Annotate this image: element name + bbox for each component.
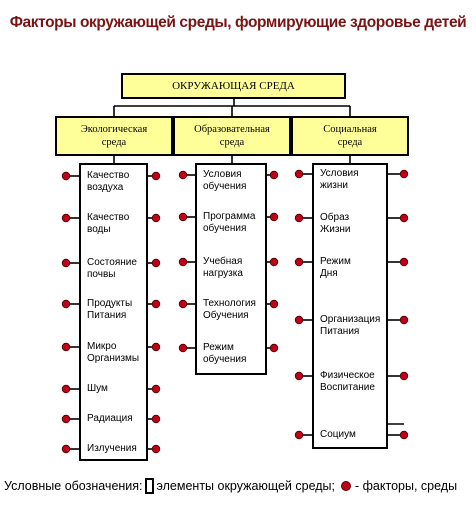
factor-dot [294, 169, 304, 179]
factor-dot [269, 212, 279, 222]
legend-dot-icon [341, 481, 352, 491]
factor-dot [399, 169, 409, 179]
factor-dot [151, 384, 161, 394]
factor-dot [151, 258, 161, 268]
element-item: Социум [320, 429, 356, 440]
factor-dot [269, 257, 279, 267]
factor-dot [151, 444, 161, 454]
factor-dot [151, 342, 161, 352]
factor-dot [151, 171, 161, 181]
legend: Условные обозначения: элементы окружающе… [4, 478, 457, 494]
factor-dot [178, 257, 188, 267]
column-ecological [79, 163, 148, 461]
factor-dot [399, 315, 409, 325]
factor-dot [61, 342, 71, 352]
element-item: Радиация [87, 413, 133, 424]
factor-dot [151, 414, 161, 424]
factor-dot [269, 299, 279, 309]
factor-dot [61, 384, 71, 394]
factor-dot [399, 371, 409, 381]
element-item: Шум [87, 383, 108, 394]
factor-dot [294, 430, 304, 440]
page-title: Факторы окружающей среды, формирующие зд… [9, 14, 467, 31]
factor-dot [61, 258, 71, 268]
factor-dot [294, 213, 304, 223]
factor-dot [61, 213, 71, 223]
factor-dot [178, 343, 188, 353]
factor-dot [61, 414, 71, 424]
factor-dot [399, 257, 409, 267]
factor-dot [399, 430, 409, 440]
element-item: Излучения [87, 443, 137, 454]
legend-box-icon [144, 478, 154, 494]
legend-prefix: Условные обозначения: [4, 479, 143, 493]
legend-dot-label: - факторы, среды [355, 479, 458, 493]
factor-dot [151, 299, 161, 309]
factor-dot [178, 299, 188, 309]
column-educational [195, 163, 267, 375]
factor-dot [269, 170, 279, 180]
factor-dot [294, 371, 304, 381]
column-social [312, 163, 388, 449]
factor-dot [178, 170, 188, 180]
factor-dot [178, 212, 188, 222]
factor-dot [61, 299, 71, 309]
factor-dot [151, 213, 161, 223]
legend-box-label: элементы окружающей среды; [156, 479, 336, 493]
factor-dot [61, 444, 71, 454]
factor-dot [399, 213, 409, 223]
factor-dot [61, 171, 71, 181]
factor-dot [294, 315, 304, 325]
root-node: ОКРУЖАЮЩАЯ СРЕДА [121, 73, 346, 99]
factor-dot [294, 257, 304, 267]
factor-dot [269, 343, 279, 353]
